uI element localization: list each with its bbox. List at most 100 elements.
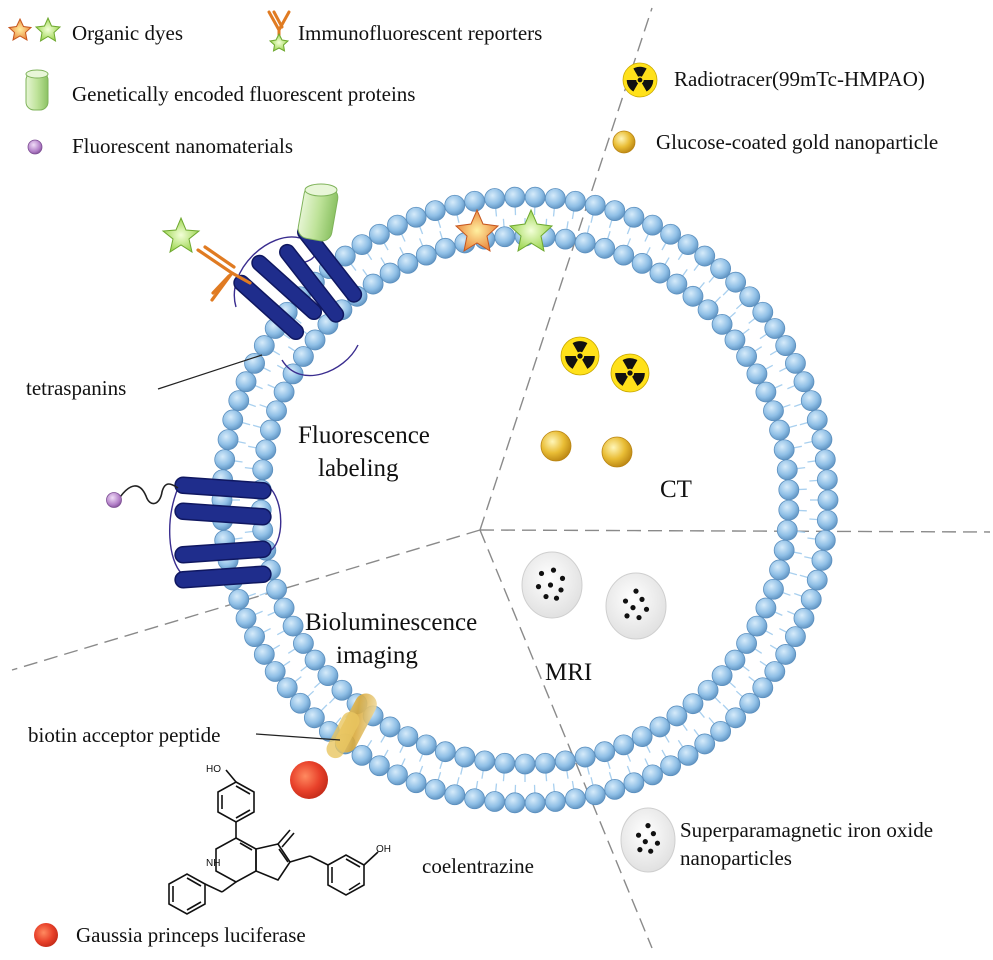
lipid-head <box>495 753 515 773</box>
legend-spion: Superparamagnetic iron oxide nanoparticl… <box>621 808 933 872</box>
lipid-head <box>661 224 681 244</box>
lipid-head <box>525 187 545 207</box>
legend-gold-nanoparticle: Glucose-coated gold nanoparticle <box>613 130 938 154</box>
green-star-icon <box>36 18 60 41</box>
orange-star-icon <box>9 19 31 40</box>
lipid-head <box>256 440 276 460</box>
lipid-head <box>756 598 776 618</box>
lipid-head <box>817 510 837 530</box>
lipid-head <box>614 735 634 755</box>
lipid-head <box>283 616 303 636</box>
lipid-head <box>406 207 426 227</box>
lipid-head <box>812 430 832 450</box>
lipid-head <box>515 754 535 774</box>
divider-right <box>480 530 990 532</box>
lipid-head <box>555 751 575 771</box>
lipid-head <box>525 793 545 813</box>
lipid-head <box>801 589 821 609</box>
gold-nanoparticles <box>541 431 632 467</box>
lipid-head <box>425 201 445 221</box>
lipid-head <box>274 382 294 402</box>
legend-fluorescent-proteins: Genetically encoded fluorescent proteins <box>26 70 415 110</box>
lipid-head <box>585 785 605 805</box>
lipid-head <box>632 727 652 747</box>
lipid-head <box>435 742 455 762</box>
radiotracer-particles <box>561 337 649 392</box>
lipid-head <box>236 372 256 392</box>
luciferase-icon <box>290 761 328 799</box>
lipid-head <box>274 598 294 618</box>
lipid-head <box>245 353 265 373</box>
nanomaterial-icon <box>28 140 42 154</box>
lipid-head <box>605 201 625 221</box>
lipid-head <box>737 346 757 366</box>
lipid-head <box>815 530 835 550</box>
immunofluorescent-reporters-label: Immunofluorescent reporters <box>298 21 542 45</box>
biotin-acceptor-peptide-label: biotin acceptor peptide <box>28 723 220 747</box>
lipid-head <box>465 191 485 211</box>
legend-nanomaterials: Fluorescent nanomaterials <box>28 134 293 158</box>
lipid-head <box>614 245 634 265</box>
lipid-head <box>678 745 698 765</box>
lipid-head <box>425 779 445 799</box>
lipid-head <box>817 470 837 490</box>
lipid-head <box>774 540 794 560</box>
lipid-head <box>777 520 797 540</box>
lipid-head <box>575 233 595 253</box>
lipid-head <box>753 302 773 322</box>
lipid-head <box>305 330 325 350</box>
lipid-head <box>711 721 731 741</box>
lipid-head <box>545 791 565 811</box>
lipid-head <box>747 364 767 384</box>
lipid-head <box>218 430 238 450</box>
lipid-head <box>632 253 652 273</box>
luciferase-icon <box>34 923 58 947</box>
spion-label-line1: Superparamagnetic iron oxide <box>680 818 933 842</box>
lipid-head <box>455 747 475 767</box>
lipid-head <box>495 227 515 247</box>
radiation-icon <box>623 63 657 97</box>
lipid-head <box>555 229 575 249</box>
spion-icon <box>606 573 666 639</box>
lipid-head <box>765 319 785 339</box>
lipid-head <box>352 235 372 255</box>
mri-title: MRI <box>545 659 592 686</box>
lipid-head <box>505 187 525 207</box>
lipid-head <box>776 336 796 356</box>
fluorescent-proteins-label: Genetically encoded fluorescent proteins <box>72 82 415 106</box>
legend-organic-dyes: Organic dyes <box>9 18 183 45</box>
lipid-head <box>737 634 757 654</box>
lipid-head <box>794 608 814 628</box>
biotin-acceptor-peptide: biotin acceptor peptide <box>28 690 381 799</box>
fluorescent-protein-cylinder <box>297 183 340 242</box>
lipid-head <box>245 627 265 647</box>
lipid-head <box>725 650 745 670</box>
lipid-head <box>215 450 235 470</box>
organic-dyes-label: Organic dyes <box>72 21 183 45</box>
lipid-head <box>380 263 400 283</box>
coelentrazine-structure <box>169 770 378 914</box>
lipid-head <box>380 717 400 737</box>
lipid-head <box>236 608 256 628</box>
oh-right-label: OH <box>376 844 391 855</box>
lipid-head <box>318 666 338 686</box>
radiotracer-label: Radiotracer(99mTc-HMPAO) <box>674 67 925 91</box>
lipid-head <box>756 382 776 402</box>
lipid-head <box>624 207 644 227</box>
lipid-head <box>807 410 827 430</box>
coelentrazine-label: coelentrazine <box>422 854 534 878</box>
lipid-head <box>595 742 615 762</box>
fluorescence-title-line1: Fluorescence <box>298 422 430 449</box>
lipid-head <box>363 274 383 294</box>
lipid-head <box>683 694 703 714</box>
lipid-head <box>406 773 426 793</box>
linker-line <box>118 484 178 504</box>
lipid-head <box>369 756 389 776</box>
lipid-head <box>667 706 687 726</box>
lipid-head <box>416 735 436 755</box>
lipid-head <box>445 785 465 805</box>
ct-title: CT <box>660 476 692 503</box>
lipid-head <box>265 661 285 681</box>
lipid-head <box>260 420 280 440</box>
